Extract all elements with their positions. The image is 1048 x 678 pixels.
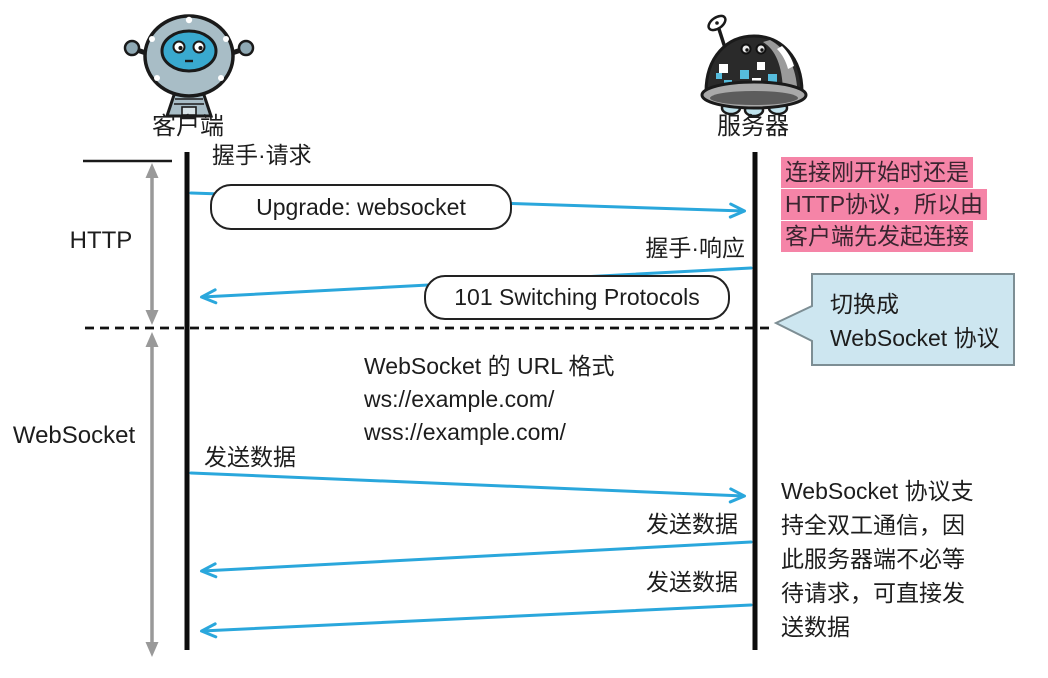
- pink-annotation: 连接刚开始时还是 HTTP协议，所以由 客户端先发起连接: [781, 157, 988, 253]
- send-data-label-1: 发送数据: [204, 444, 296, 470]
- upgrade-websocket-box: Upgrade: websocket: [210, 184, 512, 230]
- client-robot-icon: [123, 14, 255, 118]
- send-data-arrow-3: [200, 603, 753, 639]
- websocket-phase-arrow: [145, 332, 159, 657]
- fullduplex-note-line-3: 此服务器端不必等: [781, 546, 965, 572]
- phase-websocket-label: WebSocket: [12, 422, 136, 449]
- url-note-line-2: ws://example.com/: [364, 386, 555, 412]
- pink-annotation-line-2: HTTP协议，所以由: [781, 189, 988, 220]
- url-note-line-3: wss://example.com/: [364, 419, 566, 445]
- fullduplex-note-line-5: 送数据: [781, 614, 850, 640]
- send-data-label-3: 发送数据: [646, 569, 738, 595]
- fullduplex-note-line-2: 持全双工通信，因: [781, 512, 965, 538]
- switching-protocols-box: 101 Switching Protocols: [424, 275, 730, 320]
- phase-http-label: HTTP: [69, 227, 133, 254]
- fullduplex-note-line-1: WebSocket 协议支: [781, 478, 974, 504]
- send-data-arrow-2: [200, 540, 753, 579]
- fullduplex-note: WebSocket 协议支 持全双工通信，因 此服务器端不必等 待请求，可直接发…: [781, 474, 974, 644]
- url-format-note: WebSocket 的 URL 格式 ws://example.com/ wss…: [364, 350, 615, 449]
- callout-line-2: WebSocket 协议: [830, 325, 1000, 351]
- pink-annotation-line-1: 连接刚开始时还是: [781, 157, 973, 188]
- client-label: 客户端: [152, 113, 224, 140]
- send-data-label-2: 发送数据: [646, 511, 738, 537]
- handshake-response-label: 握手·响应: [645, 235, 745, 261]
- url-note-line-1: WebSocket 的 URL 格式: [364, 353, 615, 379]
- send-data-arrow-1: [189, 471, 746, 504]
- callout-line-1: 切换成: [830, 291, 899, 317]
- fullduplex-note-line-4: 待请求，可直接发: [781, 580, 965, 606]
- server-robot-icon: [700, 14, 808, 118]
- callout-bubble-shape: [773, 273, 1015, 366]
- websocket-switch-callout: 切换成 WebSocket 协议: [830, 287, 1000, 355]
- handshake-request-label: 握手·请求: [212, 142, 312, 168]
- http-phase-arrow: [145, 163, 159, 325]
- server-label: 服务器: [717, 113, 789, 140]
- pink-annotation-line-3: 客户端先发起连接: [781, 221, 973, 252]
